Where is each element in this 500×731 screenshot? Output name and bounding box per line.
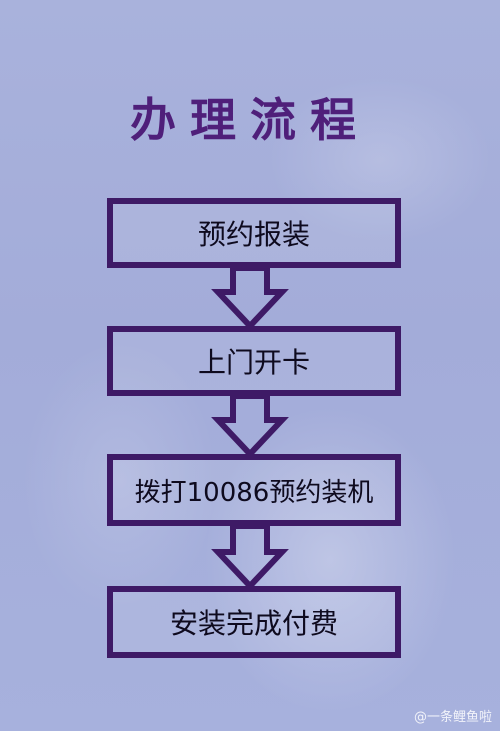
step-box-4: 安装完成付费: [107, 586, 401, 658]
arrow-1: [211, 265, 289, 331]
arrow-3: [211, 523, 289, 591]
arrow-2: [211, 393, 289, 459]
step-label-1: 预约报装: [197, 218, 310, 251]
step-box-1: 预约报装: [107, 198, 401, 268]
page-title: 办理流程: [130, 93, 370, 147]
step-label-3: 拨打10086预约装机: [134, 477, 374, 508]
step-label-4: 安装完成付费: [169, 607, 338, 640]
watermark: @一条鲤鱼啦: [413, 710, 492, 725]
step-label-2: 上门开卡: [197, 346, 310, 379]
step-box-3: 拨打10086预约装机: [107, 454, 401, 526]
step-box-2: 上门开卡: [107, 326, 401, 396]
